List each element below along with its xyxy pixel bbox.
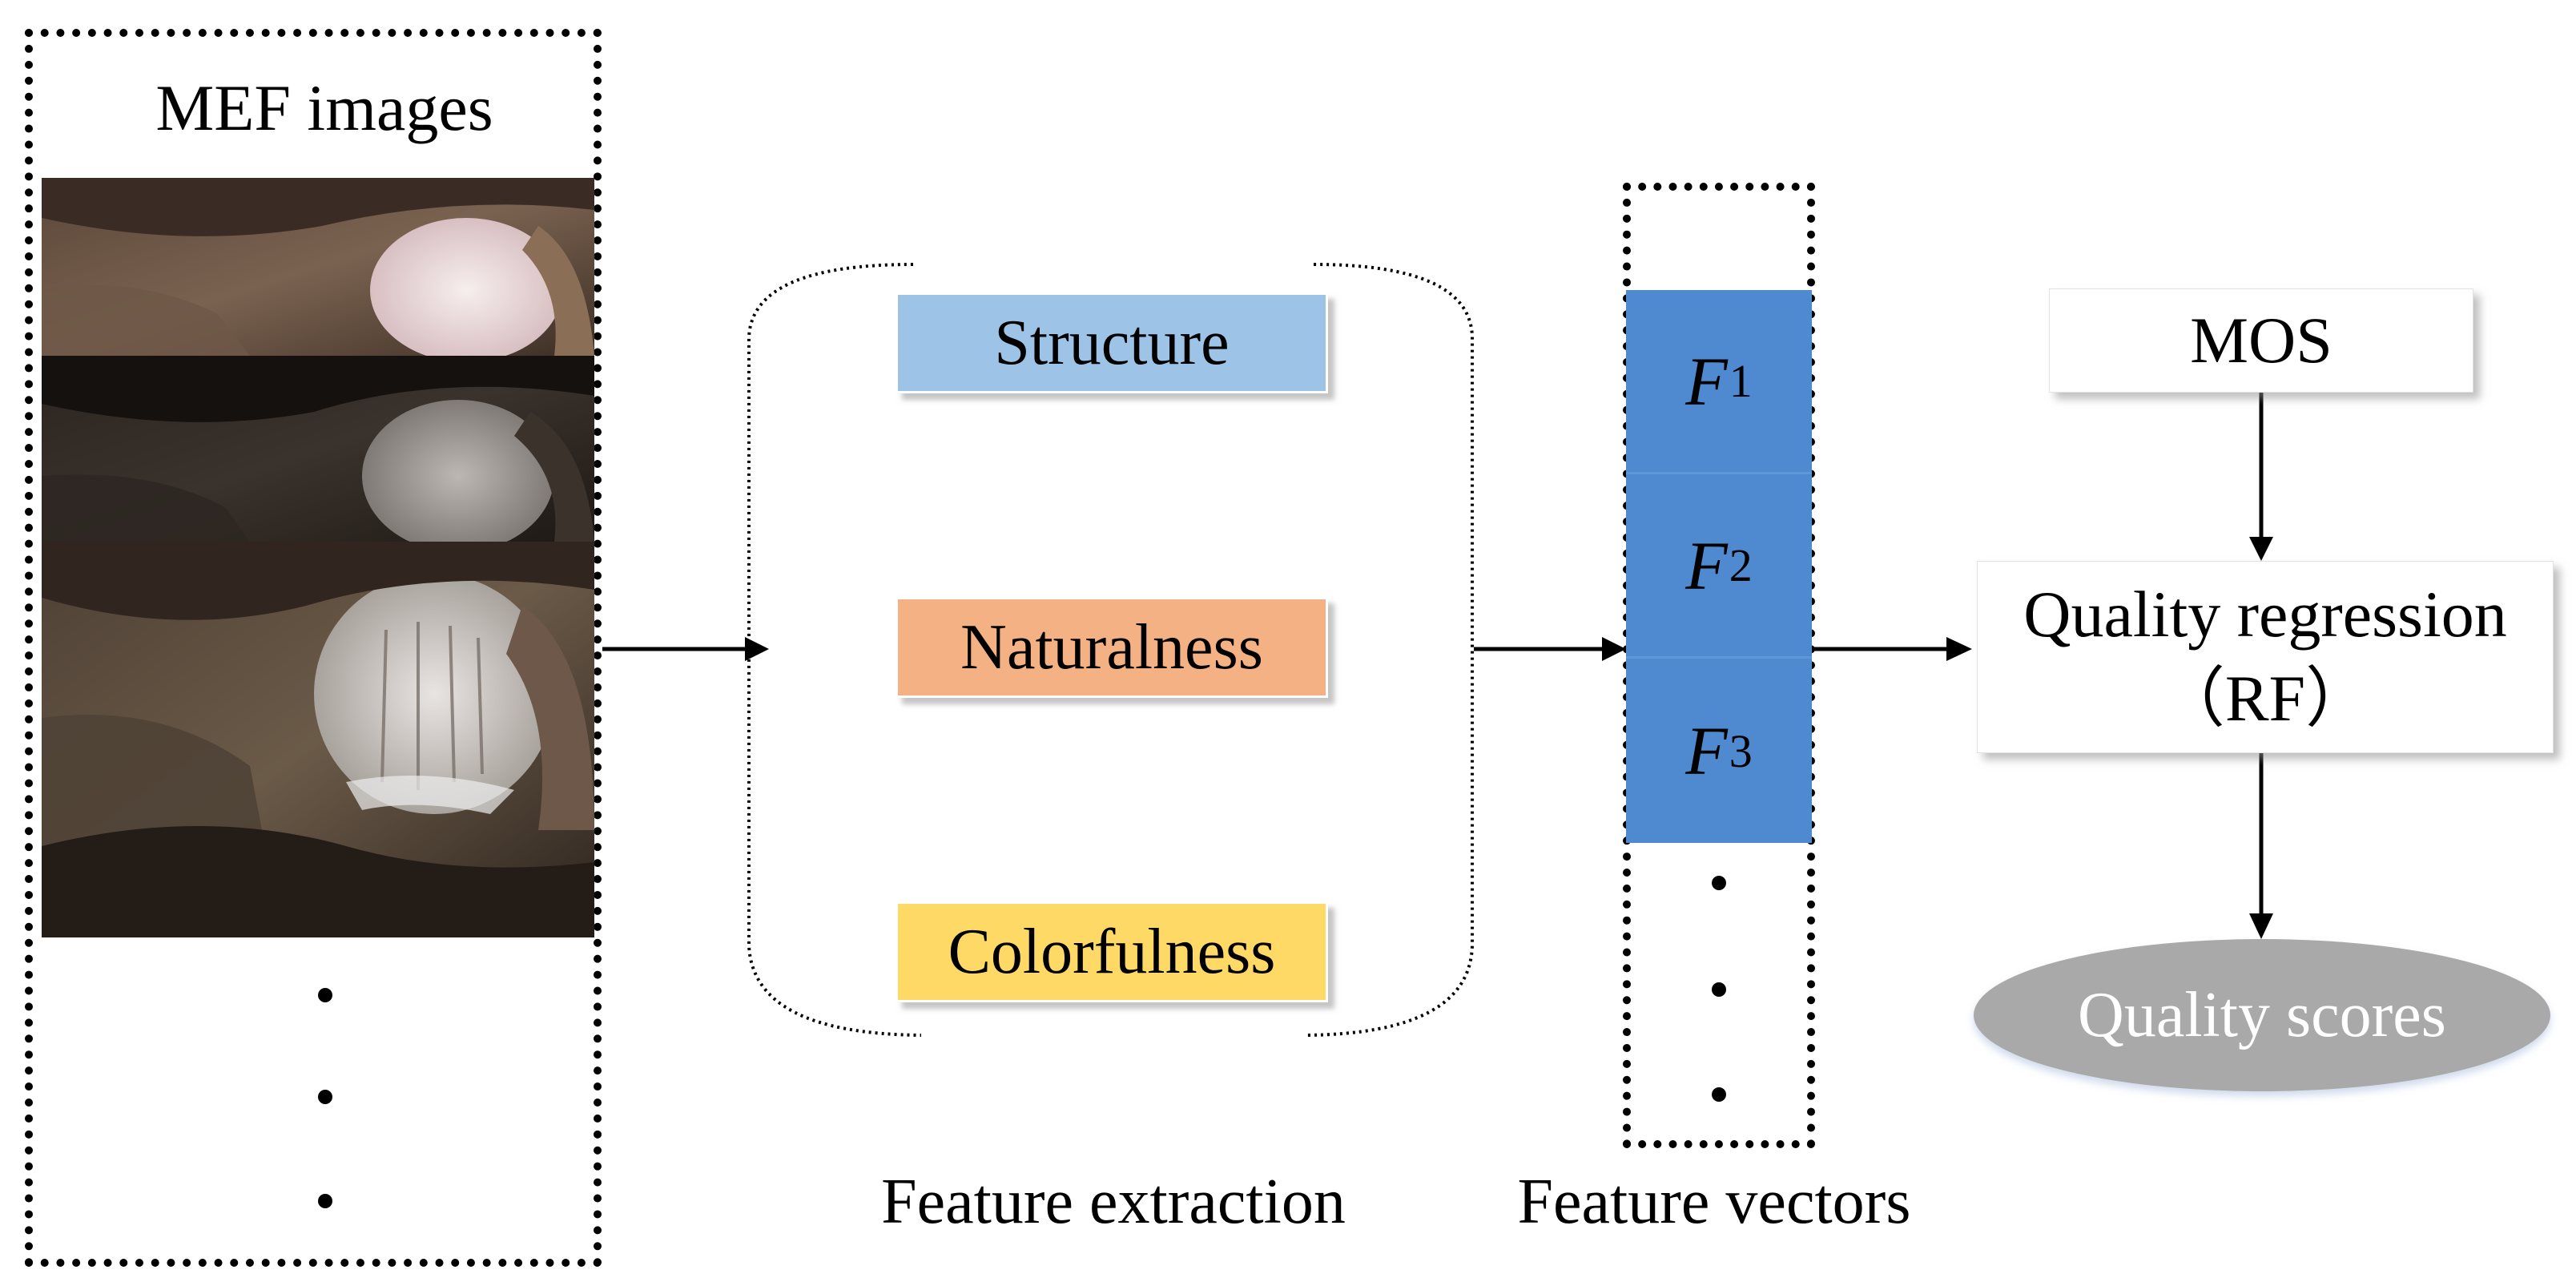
exposure-image-2	[42, 356, 594, 552]
ellipsis-dot	[1712, 876, 1726, 890]
ellipsis-dot	[1712, 1087, 1726, 1102]
arrowhead	[2249, 537, 2273, 561]
exposure-image-3	[42, 542, 594, 937]
feature-extraction-label: Feature extraction	[881, 1166, 1346, 1237]
feature-structure: Structure	[896, 292, 1328, 393]
arrowhead	[1602, 637, 1626, 661]
feature-naturalness: Naturalness	[896, 597, 1328, 698]
mef-image-stack	[42, 178, 594, 937]
cave-images-illustration	[42, 178, 594, 937]
mos-box: MOS	[2049, 288, 2473, 393]
quality-regression-title: Quality regression	[2023, 578, 2507, 651]
quality-regression-box: Quality regression （RF）	[1977, 561, 2554, 753]
feature-vectors-label: Feature vectors	[1517, 1166, 1911, 1237]
arrowhead	[1946, 637, 1972, 661]
ellipsis-dot	[318, 1090, 332, 1104]
left-bracket	[747, 263, 922, 1037]
mef-images-panel	[25, 29, 602, 1267]
feature-colorfulness: Colorfulness	[896, 901, 1328, 1002]
vector-symbol: F	[1685, 342, 1728, 420]
right-bracket	[1305, 263, 1474, 1037]
quality-scores-ellipse: Quality scores	[1974, 939, 2550, 1091]
vector-subscript: 1	[1729, 355, 1753, 407]
vector-symbol: F	[1685, 526, 1728, 604]
mef-images-title: MEF images	[155, 71, 493, 144]
vector-subscript: 3	[1729, 724, 1753, 777]
arrowhead	[2249, 913, 2273, 939]
ellipsis-dot	[318, 1194, 332, 1208]
vector-subscript: 2	[1729, 539, 1753, 591]
arrowhead	[745, 637, 769, 661]
ellipsis-dot	[1712, 982, 1726, 997]
quality-regression-method: （RF）	[2159, 662, 2372, 735]
vector-symbol: F	[1685, 712, 1728, 789]
ellipsis-dot	[318, 988, 332, 1002]
exposure-image-1	[42, 178, 594, 362]
